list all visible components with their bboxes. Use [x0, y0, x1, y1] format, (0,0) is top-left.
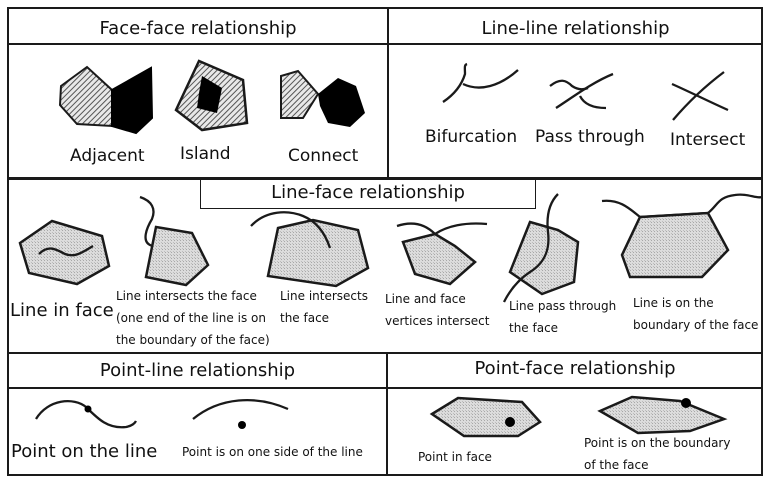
connected-faces-icon	[280, 69, 365, 127]
point-in-face-label: Point in face	[418, 450, 492, 464]
line-passes-face-icon	[502, 193, 580, 303]
bottom-header-divider	[7, 387, 763, 389]
line-line-title: Line-line relationship	[481, 18, 670, 39]
pass-through-label: Pass through	[535, 127, 645, 147]
intersect-label: Intersect	[670, 130, 746, 150]
adjacent-faces-icon	[58, 65, 154, 135]
line-face-vertex-icon	[396, 222, 488, 286]
point-on-line-label: Point on the line	[11, 441, 158, 462]
line-face-bottom-border	[7, 352, 763, 354]
bifurcation-lines-icon	[442, 62, 519, 103]
line-intersects-face-label: Line intersects the face	[280, 289, 368, 325]
point-beside-line-label: Point is on one side of the line	[182, 445, 363, 459]
top-header-divider	[7, 43, 763, 45]
diagram-frame	[7, 7, 763, 476]
intersecting-lines-icon	[671, 71, 729, 121]
point-on-line-icon	[35, 400, 138, 429]
line-passes-face-label: Line pass through the face	[509, 299, 617, 335]
point-on-face-boundary-icon	[597, 395, 728, 435]
point-face-title: Point-face relationship	[474, 358, 676, 379]
line-end-on-boundary-icon	[139, 195, 210, 287]
line-intersects-face-icon	[250, 211, 370, 288]
adjacent-label: Adjacent	[70, 146, 145, 166]
island-face-icon	[174, 59, 249, 132]
line-face-title: Line-face relationship	[271, 182, 465, 203]
line-face-header-box	[200, 178, 536, 209]
point-on-face-boundary-label: Point is on the boundary of the face	[584, 436, 731, 472]
line-on-boundary-label: Line is on the boundary of the face	[633, 296, 759, 332]
face-face-title: Face-face relationship	[99, 18, 297, 39]
point-line-title: Point-line relationship	[99, 360, 296, 381]
top-vertical-divider	[387, 7, 389, 179]
line-on-boundary-icon	[601, 193, 763, 279]
point-beside-line-icon	[192, 399, 289, 429]
island-label: Island	[180, 144, 231, 164]
connect-label: Connect	[288, 146, 359, 166]
pass-through-lines-icon	[549, 72, 614, 110]
point-in-face-icon	[429, 396, 542, 438]
bifurcation-label: Bifurcation	[425, 127, 518, 147]
line-face-vertex-label: Line and face vertices intersect	[385, 292, 490, 328]
line-in-face-icon	[18, 219, 111, 286]
bottom-vertical-divider	[386, 352, 388, 476]
line-in-face-label: Line in face	[10, 300, 114, 321]
line-end-on-boundary-label: Line intersects the face (one end of the…	[116, 289, 270, 347]
